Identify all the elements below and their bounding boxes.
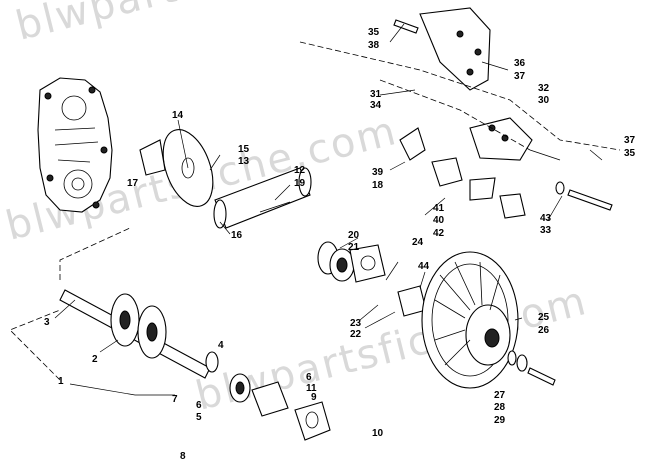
callout-14: 14 [172, 110, 184, 121]
callout-10: 10 [372, 428, 384, 439]
callout-9: 9 [311, 392, 317, 403]
callout-34: 34 [370, 100, 382, 111]
callout-43: 43 [540, 213, 552, 224]
callout-20: 20 [348, 230, 360, 241]
callout-labels: 1 2 3 4 5 6 6 7 8 9 10 11 12 13 14 15 16… [44, 27, 636, 462]
callout-36: 36 [514, 58, 526, 69]
callout-37: 37 [624, 135, 636, 146]
callout-2: 2 [92, 354, 98, 365]
callout-31: 31 [370, 89, 382, 100]
callout-32: 32 [538, 83, 550, 94]
drive-sprocket [110, 293, 140, 347]
callout-22: 22 [350, 329, 362, 340]
callout-18: 18 [372, 180, 384, 191]
callout-44: 44 [418, 261, 430, 272]
callout-17: 17 [127, 178, 139, 189]
callout-12: 12 [294, 165, 306, 176]
drive-shaft [59, 289, 211, 379]
callout-6: 6 [306, 372, 312, 383]
driven-clutch [421, 251, 519, 389]
callout-39: 39 [372, 167, 384, 178]
bearing-housing [294, 401, 331, 441]
tension-arm [399, 127, 526, 219]
callout-42: 42 [433, 228, 445, 239]
jackshaft [213, 167, 312, 229]
callout-23: 23 [350, 318, 362, 329]
assembly-reference-lines [9, 41, 621, 381]
callout-28: 28 [494, 402, 506, 413]
callout-37: 37 [514, 71, 526, 82]
callout-38: 38 [368, 40, 380, 51]
callout-3: 3 [44, 317, 50, 328]
driven-clutch-hardware [507, 350, 556, 386]
callout-1: 1 [58, 376, 64, 387]
callout-21: 21 [348, 242, 360, 253]
watermark-text: blwpartsfiche.com [191, 278, 592, 420]
callout-13: 13 [238, 156, 250, 167]
callout-7: 7 [172, 394, 178, 405]
callout-24: 24 [412, 237, 424, 248]
callout-6: 6 [196, 400, 202, 411]
callout-5: 5 [196, 412, 202, 423]
support-bracket [393, 7, 491, 91]
callout-35: 35 [624, 148, 636, 159]
callout-41: 41 [433, 203, 445, 214]
mounting-bolt [555, 181, 613, 211]
callout-40: 40 [433, 215, 445, 226]
callout-27: 27 [494, 390, 506, 401]
callout-16: 16 [231, 230, 243, 241]
jackshaft-bearing [317, 241, 386, 283]
callout-4: 4 [218, 340, 224, 351]
callout-26: 26 [538, 325, 550, 336]
drive-shaft-bearing [205, 351, 289, 417]
leader-lines [54, 23, 603, 396]
callout-19: 19 [294, 178, 306, 189]
tension-bracket [469, 117, 533, 161]
callout-11: 11 [306, 383, 317, 394]
callout-35: 35 [368, 27, 380, 38]
drive-sprocket [137, 305, 167, 359]
callout-8: 8 [180, 451, 186, 462]
callout-25: 25 [538, 312, 550, 323]
gearcase-housing [37, 77, 113, 213]
watermark-text: blwpartsfiche.com [11, 0, 412, 50]
callout-33: 33 [540, 225, 552, 236]
callout-29: 29 [494, 415, 506, 426]
callout-15: 15 [238, 144, 250, 155]
callout-30: 30 [538, 95, 550, 106]
